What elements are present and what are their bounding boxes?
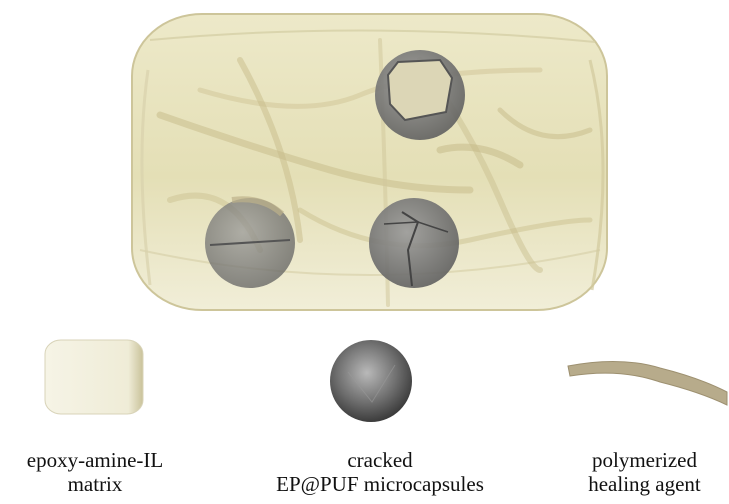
microcapsule-lower-left bbox=[205, 198, 295, 288]
caption-capsules: cracked EP@PUF microcapsules bbox=[240, 448, 520, 496]
microcapsule-upper bbox=[375, 50, 465, 140]
caption-matrix-line2: matrix bbox=[0, 472, 190, 496]
caption-capsules-line1: cracked bbox=[240, 448, 520, 472]
caption-matrix-line1: epoxy-amine-IL bbox=[0, 448, 190, 472]
rounded-block-icon bbox=[45, 340, 143, 414]
ribbon-icon bbox=[568, 361, 727, 405]
caption-healing-line1: polymerized bbox=[560, 448, 729, 472]
caption-healing: polymerized healing agent bbox=[560, 448, 729, 496]
caption-matrix: epoxy-amine-IL matrix bbox=[0, 448, 190, 496]
caption-healing-line2: healing agent bbox=[560, 472, 729, 496]
microcapsule-lower-right bbox=[369, 198, 459, 288]
sphere-icon bbox=[330, 340, 412, 422]
caption-capsules-line2: EP@PUF microcapsules bbox=[240, 472, 520, 496]
